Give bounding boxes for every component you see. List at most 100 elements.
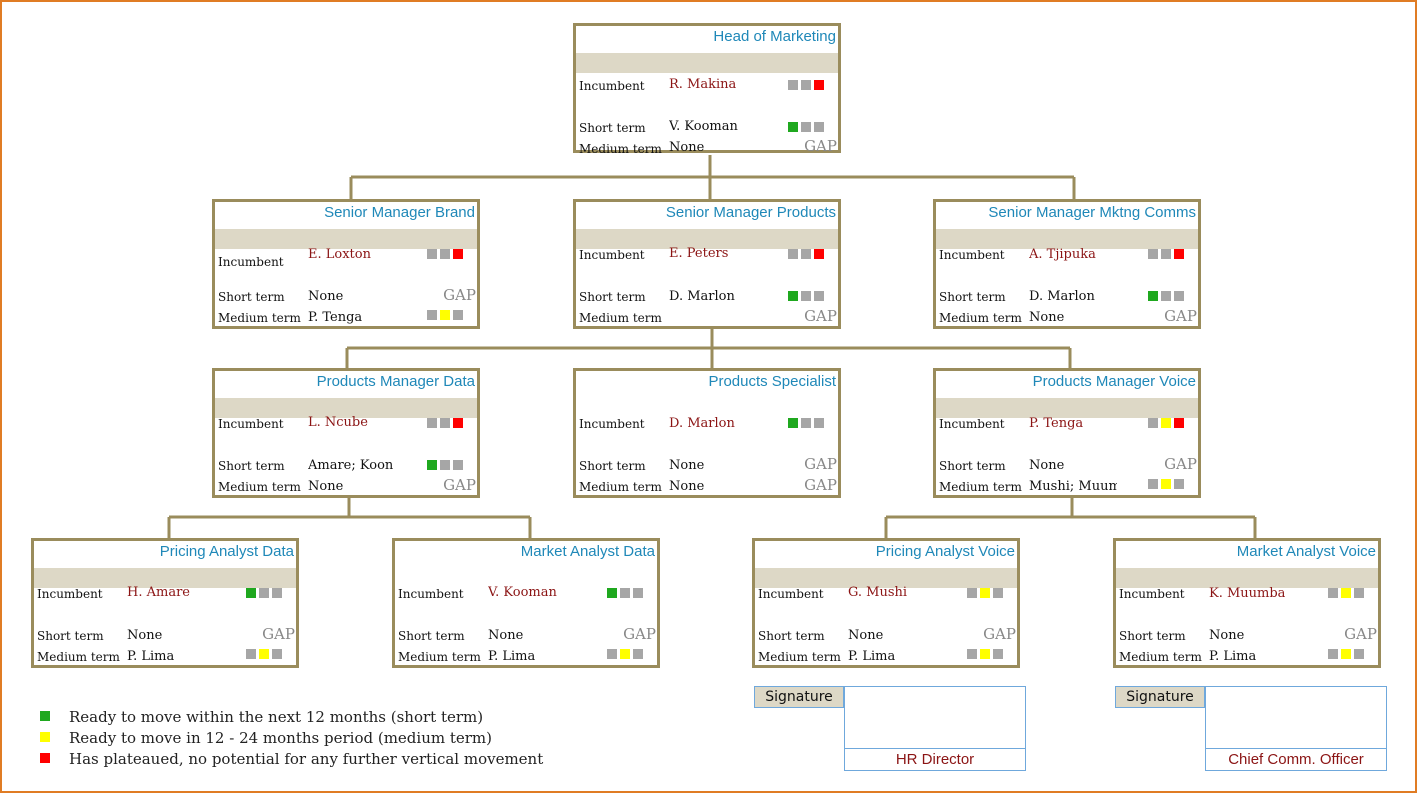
short-term-successor: D. Marlon bbox=[1029, 289, 1095, 304]
incumbent-label: Incumbent bbox=[1119, 587, 1185, 601]
title-band bbox=[576, 53, 838, 73]
medium-term-label: Medium term bbox=[939, 480, 1022, 494]
incumbent-label: Incumbent bbox=[37, 587, 103, 601]
short-term-status-indicator bbox=[788, 291, 824, 301]
medium-term-label: Medium term bbox=[37, 650, 120, 664]
medium-term-status-indicator bbox=[607, 649, 643, 659]
title-band bbox=[215, 229, 477, 249]
short-term-status-indicator bbox=[788, 122, 824, 132]
incumbent-status-indicator bbox=[1148, 418, 1184, 428]
legend-item-green: Ready to move within the next 12 months … bbox=[40, 708, 483, 726]
position-title: Products Manager Data bbox=[316, 373, 475, 390]
incumbent-name: K. Muumba bbox=[1209, 586, 1286, 601]
title-band bbox=[576, 229, 838, 249]
short-term-successor: None bbox=[127, 628, 163, 643]
legend-item-yellow: Ready to move in 12 - 24 months period (… bbox=[40, 729, 492, 747]
short-term-successor: None bbox=[1029, 458, 1065, 473]
position-card-senior-manager-brand: Senior Manager Brand Incumbent E. Loxton… bbox=[212, 199, 480, 329]
short-term-label: Short term bbox=[579, 121, 646, 135]
title-band bbox=[215, 398, 477, 418]
medium-term-label: Medium term bbox=[218, 480, 301, 494]
incumbent-status-indicator bbox=[1148, 249, 1184, 259]
incumbent-label: Incumbent bbox=[218, 255, 284, 269]
incumbent-status-indicator bbox=[788, 80, 824, 90]
medium-term-successor: None bbox=[308, 479, 344, 494]
legend-text: Has plateaued, no potential for any furt… bbox=[69, 750, 544, 768]
incumbent-status-indicator bbox=[788, 249, 824, 259]
position-title: Market Analyst Data bbox=[520, 543, 655, 560]
position-card-products-manager-voice: Products Manager Voice Incumbent P. Teng… bbox=[933, 368, 1201, 498]
incumbent-label: Incumbent bbox=[579, 79, 645, 93]
short-term-successor: None bbox=[488, 628, 524, 643]
medium-term-status-indicator bbox=[967, 649, 1003, 659]
legend-text: Ready to move within the next 12 months … bbox=[69, 708, 484, 726]
short-term-successor: None bbox=[308, 289, 344, 304]
medium-term-successor: None bbox=[1029, 310, 1065, 325]
position-title: Senior Manager Mktng Comms bbox=[988, 204, 1196, 221]
connector-head bbox=[349, 155, 1076, 201]
red-square-icon bbox=[40, 753, 50, 763]
short-term-successor: None bbox=[669, 458, 705, 473]
incumbent-status-indicator bbox=[607, 588, 643, 598]
position-title: Products Manager Voice bbox=[1032, 373, 1196, 390]
gap-indicator: GAP bbox=[983, 625, 1016, 643]
position-card-market-analyst-voice: Market Analyst Voice Incumbent K. Muumba… bbox=[1113, 538, 1381, 668]
gap-indicator: GAP bbox=[804, 137, 837, 155]
position-title: Products Specialist bbox=[708, 373, 836, 390]
incumbent-status-indicator bbox=[246, 588, 282, 598]
medium-term-successor: Mushi; Muumba bbox=[1029, 479, 1117, 494]
short-term-successor: None bbox=[848, 628, 884, 643]
position-title: Pricing Analyst Voice bbox=[875, 543, 1015, 560]
title-band bbox=[936, 398, 1198, 418]
incumbent-name: R. Makina bbox=[669, 77, 737, 92]
legend-item-red: Has plateaued, no potential for any furt… bbox=[40, 750, 543, 768]
medium-term-label: Medium term bbox=[758, 650, 841, 664]
incumbent-status-indicator bbox=[788, 418, 824, 428]
medium-term-label: Medium term bbox=[579, 142, 662, 156]
incumbent-status-indicator bbox=[967, 588, 1003, 598]
title-band bbox=[755, 568, 1017, 588]
incumbent-status-indicator bbox=[427, 249, 463, 259]
position-card-pricing-analyst-voice: Pricing Analyst Voice Incumbent G. Mushi… bbox=[752, 538, 1020, 668]
incumbent-name: A. Tjipuka bbox=[1029, 247, 1096, 262]
short-term-status-indicator bbox=[1148, 291, 1184, 301]
medium-term-label: Medium term bbox=[398, 650, 481, 664]
position-card-market-analyst-data: Market Analyst Data Incumbent V. Kooman … bbox=[392, 538, 660, 668]
position-card-senior-manager-products: Senior Manager Products Incumbent E. Pet… bbox=[573, 199, 841, 329]
medium-term-label: Medium term bbox=[579, 311, 662, 325]
position-card-pricing-analyst-data: Pricing Analyst Data Incumbent H. Amare … bbox=[31, 538, 299, 668]
incumbent-label: Incumbent bbox=[218, 417, 284, 431]
gap-indicator: GAP bbox=[804, 455, 837, 473]
signature-label: Signature bbox=[1115, 686, 1205, 708]
incumbent-name: E. Loxton bbox=[308, 247, 371, 262]
short-term-label: Short term bbox=[579, 290, 646, 304]
incumbent-name: D. Marlon bbox=[669, 416, 735, 431]
title-band bbox=[1116, 568, 1378, 588]
signature-label: Signature bbox=[754, 686, 844, 708]
yellow-square-icon bbox=[40, 732, 50, 742]
medium-term-status-indicator bbox=[1328, 649, 1364, 659]
connector-voice bbox=[884, 495, 1257, 540]
gap-indicator: GAP bbox=[262, 625, 295, 643]
short-term-label: Short term bbox=[758, 629, 825, 643]
incumbent-name: G. Mushi bbox=[848, 585, 908, 600]
signatory-role: Chief Comm. Officer bbox=[1205, 748, 1387, 771]
medium-term-successor: P. Lima bbox=[848, 649, 896, 664]
medium-term-successor: None bbox=[669, 140, 705, 155]
gap-indicator: GAP bbox=[1164, 307, 1197, 325]
green-square-icon bbox=[40, 711, 50, 721]
gap-indicator: GAP bbox=[1164, 455, 1197, 473]
medium-term-successor: None bbox=[669, 479, 705, 494]
position-card-products-specialist: Products Specialist Incumbent D. Marlon … bbox=[573, 368, 841, 498]
position-title: Senior Manager Products bbox=[665, 204, 836, 221]
short-term-label: Short term bbox=[1119, 629, 1186, 643]
incumbent-label: Incumbent bbox=[579, 417, 645, 431]
medium-term-status-indicator bbox=[246, 649, 282, 659]
medium-term-label: Medium term bbox=[579, 480, 662, 494]
connector-data bbox=[167, 495, 532, 540]
gap-indicator: GAP bbox=[804, 307, 837, 325]
medium-term-label: Medium term bbox=[939, 311, 1022, 325]
gap-indicator: GAP bbox=[623, 625, 656, 643]
incumbent-name: L. Ncube bbox=[308, 415, 368, 430]
